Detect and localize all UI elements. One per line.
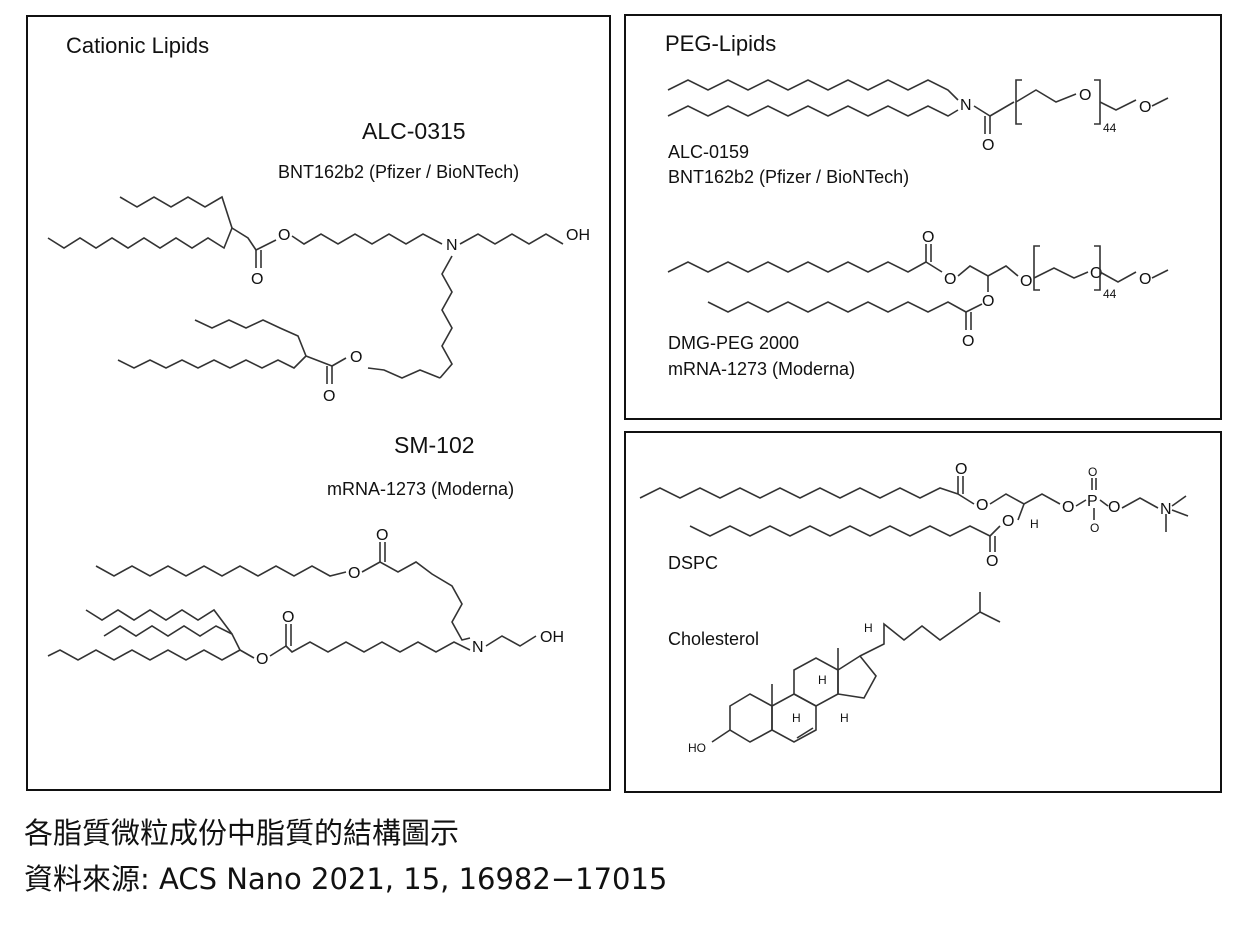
cationic-lipids-title: Cationic Lipids (66, 33, 210, 58)
dmg-repeat-44: 44 (1103, 287, 1117, 301)
dspc-phosphate-o1: O (1062, 499, 1074, 516)
chol-h-8: H (792, 711, 801, 725)
chol-h-17: H (864, 621, 873, 635)
helper-lipids-panel (624, 431, 1222, 793)
sm-lower-ester-o: O (256, 651, 268, 668)
alc-0315-vaccine: BNT162b2 (Pfizer / BioNTech) (278, 162, 520, 182)
dspc-phosphate-o-minus: O (1090, 521, 1099, 535)
figure-caption: 各脂質微粒成份中脂質的結構圖示 (24, 816, 460, 850)
alc-upper-ester-o: O (278, 227, 290, 244)
alc-0159-repeat-44: 44 (1103, 121, 1117, 135)
dmg-peg-2000-name: DMG-PEG 2000 (668, 333, 800, 353)
dspc-phosphorus: P (1087, 493, 1098, 510)
alc-nitrogen: N (446, 237, 458, 254)
chol-hydroxyl: HO (688, 741, 706, 755)
figure-source: 資料來源: ACS Nano 2021, 15, 16982−17015 (24, 862, 668, 896)
dspc-name: DSPC (668, 553, 719, 573)
sm-nitrogen: N (472, 639, 484, 656)
dspc-phosphate-o-double: O (1088, 465, 1097, 479)
alc-0159-peg-o: O (1079, 87, 1091, 104)
cationic-lipids-panel (26, 15, 611, 791)
alc-lower-carbonyl-o: O (323, 388, 335, 405)
dmg-lower-carbonyl-o: O (962, 333, 974, 350)
dspc-lower-carbonyl-o: O (986, 553, 998, 570)
peg-lipids-title: PEG-Lipids (665, 31, 777, 56)
dmg-upper-carbonyl-o: O (922, 229, 934, 246)
alc-0159-name: ALC-0159 (668, 142, 750, 162)
sm-upper-carbonyl-o: O (376, 527, 388, 544)
alc-0159-nitrogen: N (960, 97, 972, 114)
alc-0315-name: ALC-0315 (362, 118, 466, 144)
alc-0315-structure: O O N OH O O (47, 195, 590, 405)
dmg-upper-ester-o: O (944, 271, 956, 288)
alc-hydroxyl: OH (566, 227, 590, 244)
alc-0159-vaccine: BNT162b2 (Pfizer / BioNTech) (668, 167, 910, 187)
sm-lower-carbonyl-o: O (282, 609, 294, 626)
cholesterol-name: Cholesterol (668, 629, 760, 649)
dmg-peg-2000-vaccine: mRNA-1273 (Moderna) (668, 359, 856, 379)
alc-0159-carbonyl-o: O (982, 137, 994, 154)
alc-0159-terminal-o: O (1139, 99, 1151, 116)
sm-upper-ester-o: O (348, 565, 360, 582)
dmg-peg-2000-structure: O O O O 44 O O O (667, 229, 1169, 350)
chol-h-14: H (840, 711, 849, 725)
dmg-terminal-o: O (1139, 271, 1151, 288)
cholesterol-structure: H H H H HO (688, 592, 1001, 755)
sm-hydroxyl: OH (540, 629, 564, 646)
dspc-choline-n: N (1160, 501, 1172, 518)
dspc-lower-ester-o: O (1002, 513, 1014, 530)
dmg-lower-ester-o: O (982, 293, 994, 310)
dspc-upper-carbonyl-o: O (955, 461, 967, 478)
alc-lower-ester-o: O (350, 349, 362, 366)
alc-upper-carbonyl-o: O (251, 271, 263, 288)
dspc-structure: O O H O P O O O N O O (639, 461, 1189, 570)
sm-102-name: SM-102 (394, 432, 475, 458)
sm-102-structure: O O N OH O O (47, 527, 564, 668)
dmg-peg-o: O (1020, 273, 1032, 290)
dspc-phosphate-o2: O (1108, 499, 1120, 516)
dspc-upper-ester-o: O (976, 497, 988, 514)
alc-0159-structure: N O O 44 O (667, 79, 1169, 154)
sm-102-vaccine: mRNA-1273 (Moderna) (327, 479, 515, 499)
chol-h-9: H (818, 673, 827, 687)
dspc-chiral-h: H (1030, 517, 1039, 531)
